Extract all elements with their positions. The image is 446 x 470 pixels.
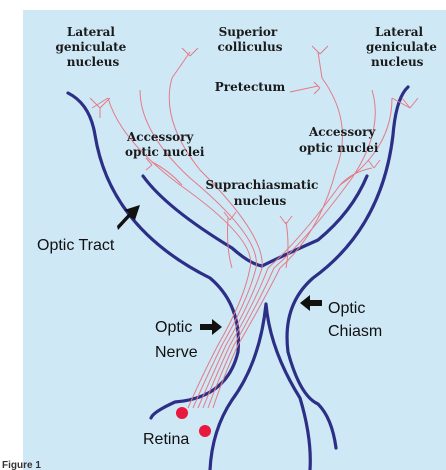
pretectum-label: Pretectum [215, 80, 286, 94]
optic-tract-label: Optic Tract [37, 237, 115, 254]
chiasm-notch [210, 304, 310, 470]
retina-label: Retina [143, 431, 189, 448]
accessory-left-label: Accessory optic nuclei [125, 130, 205, 159]
superior-colliculus-label: Superior colliculus [217, 25, 282, 54]
retina-dot-upper [176, 407, 188, 419]
retinal-fibers [92, 52, 410, 408]
suprachiasmatic-label: Suprachiasmatic nucleus [205, 178, 322, 208]
optic-tract-arrow [117, 205, 140, 230]
figure-caption: Figure 1 [2, 460, 41, 470]
optic-chiasm-label: Optic Chiasm [328, 300, 382, 340]
accessory-right-label: Accessory optic nuclei [299, 125, 380, 155]
optic-nerve-label: Optic Nerve [155, 319, 198, 361]
retina-dot-lower [199, 425, 211, 437]
optic-nerve-arrow [200, 319, 222, 335]
optic-chiasm-arrow [300, 295, 322, 311]
lgn-left-label: Lateral geniculate nucleus [55, 25, 130, 69]
lgn-right-label: Lateral geniculate nucleus [366, 25, 441, 69]
